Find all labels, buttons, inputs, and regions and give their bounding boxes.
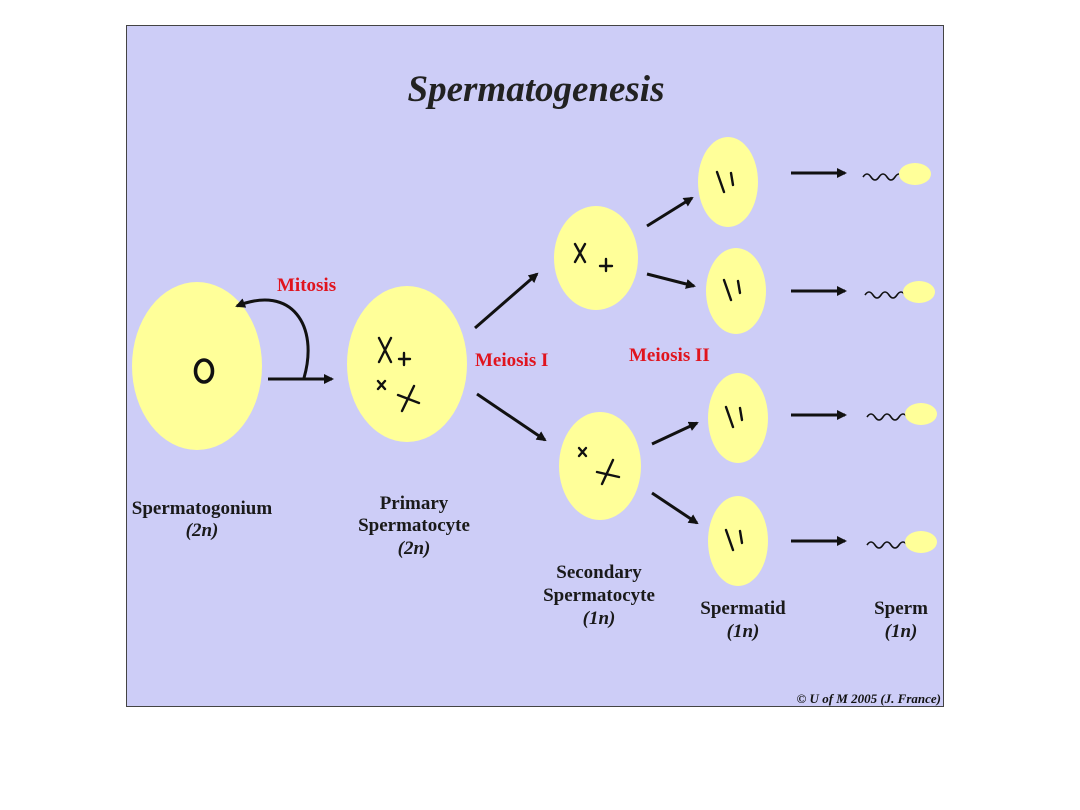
spermatid-cell-1 [698,137,758,227]
secondary-spermatocyte-cell-bottom [559,412,641,520]
chromosomes [376,336,421,413]
meiosis-2-label: Meiosis II [629,345,710,366]
sperm-1 [862,163,931,185]
arrow-to-spermatid-2 [646,272,696,289]
sperm-3 [866,403,937,425]
copyright-credit: © U of M 2005 (J. France) [797,691,941,706]
secondary-spermatocyte-cell-top [554,206,638,310]
arrow-to-spermatid-4 [651,491,699,525]
spermatogonium-label: Spermatogonium [132,498,273,519]
spermatid-cell-3 [708,373,768,463]
sperm-4 [866,531,937,553]
secondary-label-line1: Secondary [556,562,642,583]
chromosomes [573,242,614,273]
sperm-2 [864,281,935,303]
spermatid-cell-2 [706,248,766,334]
spermatid-cell-4 [708,496,768,586]
primary-spermatocyte-cell [347,286,467,442]
primary-label-line2: Spermatocyte [358,515,470,536]
secondary-label-line2: Spermatocyte [543,585,655,606]
arrow-to-secondary-bottom [476,392,547,442]
chromosomes [715,170,735,194]
spermatid-ploidy: (1n) [727,621,760,642]
spermatogenesis-diagram: Spermatogenesis Mitosis Meiosis I Meiosi… [132,69,941,706]
diagram-panel: Spermatogenesis Mitosis Meiosis I Meiosi… [126,25,944,707]
mitosis-arrow [235,298,310,379]
arrow-to-spermatid-3 [651,421,699,446]
primary-ploidy: (2n) [398,538,431,559]
spermatogonium-cell [132,282,262,450]
diagram-title: Spermatogenesis [408,69,665,110]
primary-label-line1: Primary [380,493,449,514]
chromosomes [724,405,744,429]
spermatid-label: Spermatid [700,598,786,619]
meiosis-1-label: Meiosis I [475,350,548,371]
secondary-ploidy: (1n) [583,608,616,629]
spermatogonium-ploidy: (2n) [186,520,219,541]
sperm-label: Sperm [874,598,928,619]
nucleus-ring [193,358,215,384]
arrow-to-secondary-top [474,272,539,330]
chromosomes [722,278,742,302]
arrow-to-spermatid-1 [646,196,694,228]
mitosis-label: Mitosis [277,275,336,296]
sperm-ploidy: (1n) [885,621,918,642]
chromosomes [577,446,621,486]
chromosomes [724,528,744,552]
